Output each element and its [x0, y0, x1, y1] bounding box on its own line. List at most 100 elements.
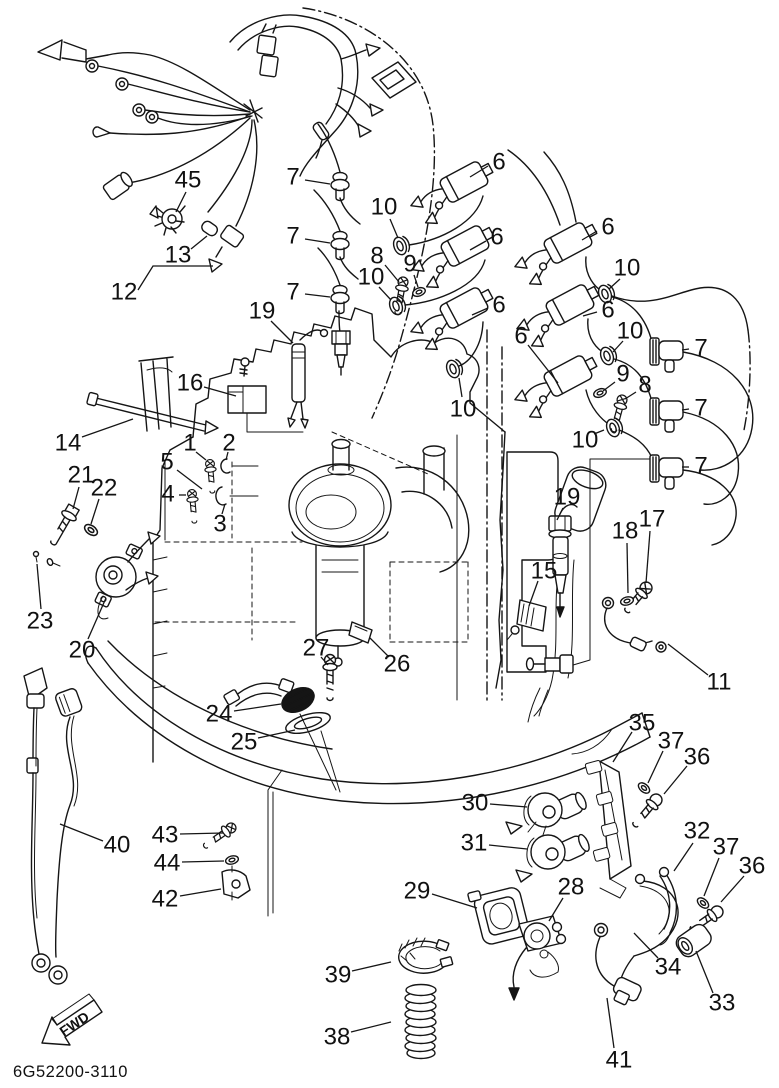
callout-6-14: 6	[601, 214, 614, 241]
callout-10-13: 10	[450, 396, 477, 423]
callout-40-62: 40	[104, 832, 131, 859]
callout-leader-3-32	[221, 503, 226, 515]
callout-19-25: 19	[249, 298, 276, 325]
callout-leader-22-34	[90, 498, 100, 525]
callout-12-2: 12	[111, 279, 138, 306]
callout-17-44: 17	[639, 506, 666, 533]
callout-7-5: 7	[286, 279, 299, 306]
callout-9-8: 9	[403, 251, 416, 278]
washer-art	[694, 895, 712, 911]
bolt-art	[50, 503, 80, 546]
callout-leader-19-25	[270, 320, 294, 344]
callout-leader-7-22	[681, 408, 690, 411]
callout-leader-10-24	[593, 429, 605, 435]
grommet-sleeve-art	[281, 687, 315, 713]
callout-leader-10-9	[378, 286, 392, 301]
ground-lead-art	[593, 922, 642, 1006]
callout-18-43: 18	[612, 518, 639, 545]
spark-plug-art	[331, 330, 351, 376]
washer-art	[223, 853, 241, 867]
callout-leader-10-6	[389, 218, 399, 239]
callout-leader-8-7	[384, 264, 400, 283]
callout-leader-31-50	[488, 844, 528, 850]
screw-art	[185, 488, 201, 525]
callout-1-28: 1	[183, 430, 196, 457]
callout-leader-10-17	[612, 340, 624, 353]
callout-leader-42-61	[179, 888, 222, 897]
ignition-coil-bank-left	[287, 123, 504, 429]
callout-6-11: 6	[490, 224, 503, 251]
callout-leader-29-54	[431, 893, 478, 909]
callout-6-12: 6	[492, 292, 505, 319]
screw-art	[199, 819, 240, 853]
callout-leader-13-1	[190, 235, 208, 250]
callout-39-63: 39	[325, 962, 352, 989]
right-parts-art	[506, 503, 667, 723]
callout-leader-20-36	[87, 597, 107, 640]
callout-leader-5-30	[176, 469, 203, 490]
callout-leader-24-39	[233, 703, 282, 712]
arrow-terminal-icon	[37, 39, 63, 61]
callout-leader-18-43	[626, 542, 629, 594]
callout-leader-12-2	[137, 265, 213, 291]
callout-42-61: 42	[152, 886, 179, 913]
callout-19-41: 19	[554, 484, 581, 511]
callout-5-30: 5	[160, 449, 173, 476]
bolt-art	[689, 905, 724, 933]
callout-27-37: 27	[303, 635, 330, 662]
callout-leader-15-42	[528, 580, 539, 607]
callout-36-48: 36	[684, 744, 711, 771]
terminal-cap-art	[675, 923, 712, 958]
callout-leader-1-28	[195, 451, 207, 461]
callout-8-7: 8	[370, 243, 383, 270]
spark-plug-sensor-art	[548, 503, 578, 618]
gasket-art	[285, 711, 331, 735]
washer-art	[618, 594, 636, 608]
ignition-coil-art	[405, 155, 503, 232]
callout-25-40: 25	[231, 729, 258, 756]
callout-37-52: 37	[713, 834, 740, 861]
callout-leader-35-46	[612, 731, 633, 763]
callout-leader-41-58	[606, 997, 615, 1049]
callout-33-57: 33	[709, 990, 736, 1017]
callout-31-50: 31	[461, 830, 488, 857]
callout-leader-21-33	[72, 486, 80, 510]
callout-7-23: 7	[694, 453, 707, 480]
callout-leader-6-16	[582, 311, 598, 317]
pulser-coil-art	[94, 531, 161, 620]
callout-43-59: 43	[152, 822, 179, 849]
callout-leader-2-29	[225, 451, 229, 461]
thermo-plug-art	[525, 654, 574, 723]
callout-34-56: 34	[655, 954, 682, 981]
callout-36-53: 36	[739, 853, 766, 880]
callout-leader-10-15	[608, 278, 621, 290]
callout-leader-8-20	[624, 391, 637, 400]
plug-cap-art	[649, 337, 684, 373]
callout-6-10: 6	[492, 149, 505, 176]
callout-8-20: 8	[638, 372, 651, 399]
callout-leader-38-64	[350, 1021, 392, 1033]
callout-leader-11-45	[667, 643, 709, 676]
callout-leader-16-26	[203, 386, 237, 397]
choke-lever-art	[149, 205, 186, 236]
screw-art	[203, 458, 219, 495]
lead-wire-art	[601, 596, 667, 653]
callout-leader-26-38	[369, 637, 390, 658]
callout-30-49: 30	[462, 790, 489, 817]
callout-leader-30-49	[489, 803, 528, 808]
starter-relay-art	[508, 915, 567, 1001]
fwd-arrow: FWD	[41, 993, 103, 1046]
callout-15-42: 15	[531, 558, 558, 585]
callout-38-64: 38	[324, 1024, 351, 1051]
callout-6-16: 6	[601, 297, 614, 324]
callout-leader-6-11	[469, 240, 487, 251]
callout-leader-14-27	[81, 418, 134, 438]
callout-leader-7-21	[681, 348, 690, 351]
callout-leader-9-8	[413, 274, 419, 288]
callout-leader-43-59	[179, 832, 224, 835]
bolt-art	[632, 793, 663, 828]
callout-45-0: 45	[175, 167, 202, 194]
callout-13-1: 13	[165, 242, 192, 269]
left-parts-art	[23, 356, 341, 985]
